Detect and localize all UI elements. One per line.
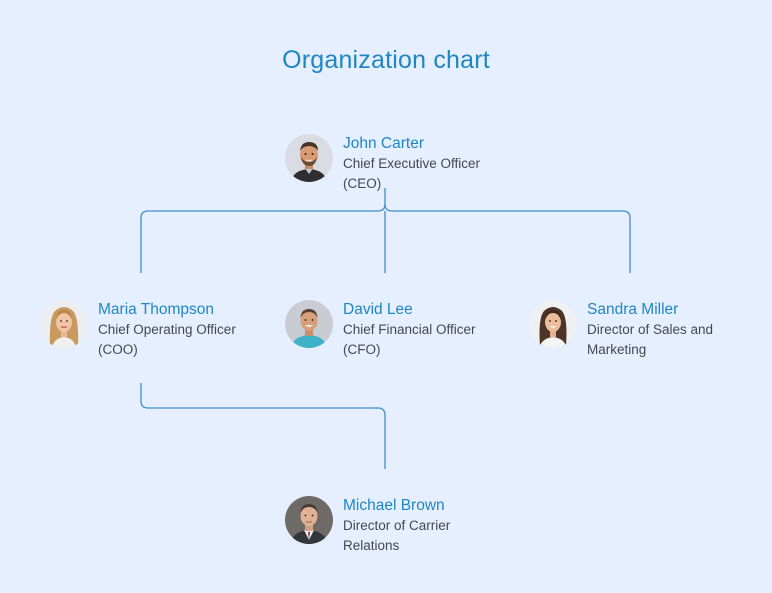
- smiling-man-avatar-icon: [285, 300, 333, 348]
- node-coo[interactable]: Maria Thompson Chief Operating Officer (…: [40, 299, 236, 360]
- node-name: John Carter: [343, 135, 424, 152]
- node-role: Director of Sales and Marketing: [587, 322, 714, 357]
- node-ceo[interactable]: John Carter Chief Executive Officer (CEO…: [285, 133, 480, 194]
- node-name: Maria Thompson: [98, 301, 215, 318]
- node-role: Chief Operating Officer (COO): [98, 322, 236, 357]
- node-name: Sandra Miller: [587, 301, 679, 318]
- brunette-woman-avatar-icon: [529, 300, 577, 348]
- connector-coo-to-carrier: [140, 383, 386, 469]
- suited-man-avatar-icon: [285, 496, 333, 544]
- bearded-man-avatar-icon: [285, 134, 333, 182]
- node-role: Chief Executive Officer (CEO): [343, 156, 481, 191]
- node-name: Michael Brown: [343, 497, 445, 514]
- node-name: David Lee: [343, 301, 413, 318]
- chart-title: Organization chart: [282, 46, 490, 74]
- node-carrier-relations[interactable]: Michael Brown Director of Carrier Relati…: [285, 495, 450, 556]
- connector-ceo-to-level2: [140, 188, 631, 273]
- node-role: Director of Carrier Relations: [343, 518, 451, 553]
- node-role: Chief Financial Officer (CFO): [343, 322, 476, 357]
- node-sales-marketing[interactable]: Sandra Miller Director of Sales and Mark…: [529, 299, 713, 360]
- node-cfo[interactable]: David Lee Chief Financial Officer (CFO): [285, 299, 476, 360]
- blonde-woman-avatar-icon: [40, 300, 88, 348]
